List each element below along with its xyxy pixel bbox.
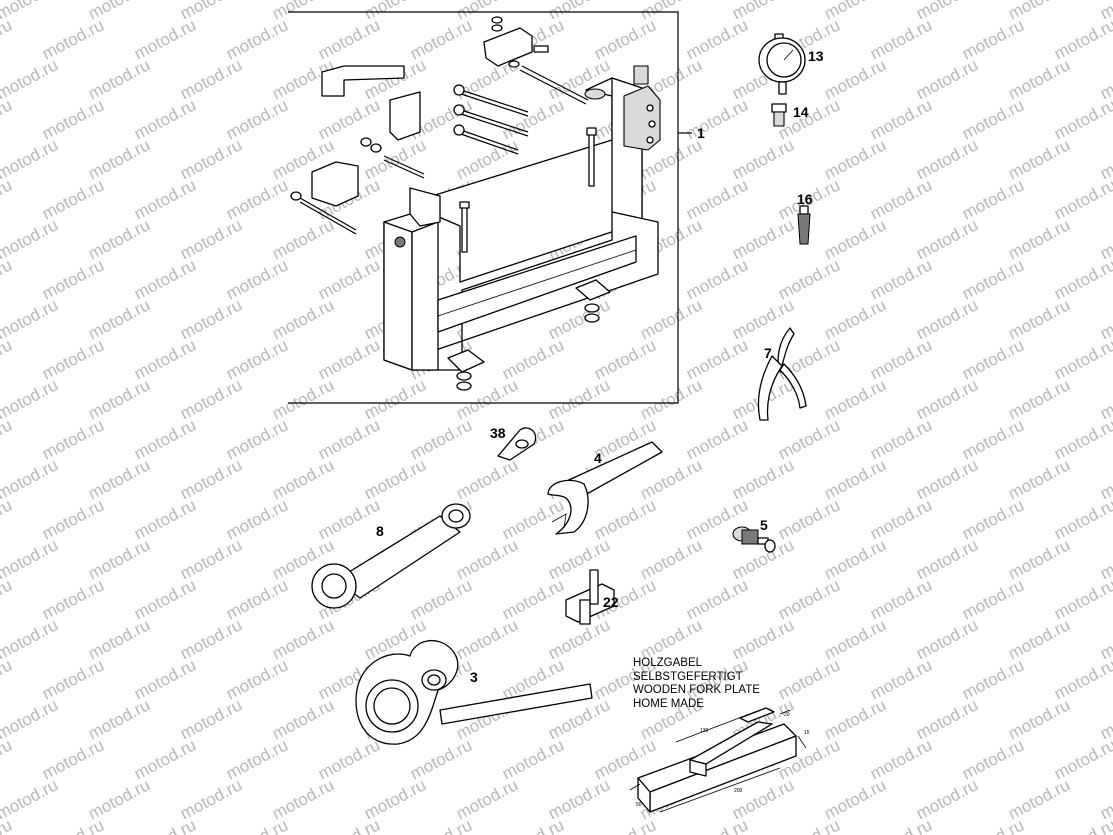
note-line-4: HOME MADE [633,697,704,710]
watermark-text: motod.ru [39,815,107,835]
watermark-text: motod.ru [0,95,15,143]
watermark-text: motod.ru [0,575,15,623]
label-part-13: 13 [808,48,824,64]
watermark-text: motod.ru [0,535,61,583]
dim-20: 20 [784,712,790,718]
wooden-fork-plate: 130 20 15 200 50 [629,707,810,813]
note-line-3: WOODEN FORK PLATE [633,684,760,696]
watermark-text: motod.ru [223,815,291,835]
label-part-7: 7 [764,345,772,361]
watermark-text: motod.ru [407,815,475,835]
label-part-22: 22 [603,594,619,610]
watermark-text: motod.ru [775,815,843,835]
stand-frame [288,11,679,404]
watermark-text: motod.ru [0,375,61,423]
watermark-text: motod.ru [867,815,935,835]
watermark-text: motod.ru [0,735,15,783]
circlip-pliers [757,327,807,421]
label-part-14: 14 [793,104,809,120]
note-line-1: HOLZGABEL [633,657,703,669]
label-part-38: 38 [490,425,506,441]
watermark-text: motod.ru [0,295,61,343]
watermark-text: motod.ru [0,135,61,183]
watermark-text: motod.ru [0,695,61,743]
watermark-text: motod.ru [0,215,61,263]
puller [732,526,776,553]
dim-50: 50 [636,802,642,808]
watermark-text: motod.ru [591,815,659,835]
label-part-4: 4 [594,450,602,466]
watermark-text: motod.ru [0,55,61,103]
watermark-text: motod.ru [131,815,199,835]
tool-38 [497,427,537,461]
watermark-text: motod.ru [959,815,1027,835]
gauge-adapter [771,103,787,127]
label-part-8: 8 [376,523,384,539]
holding-tool [355,639,593,745]
watermark-text: motod.ru [0,615,61,663]
watermark-text: motod.ru [499,815,567,835]
label-part-3: 3 [470,669,478,685]
watermark-text: motod.ru [683,815,751,835]
watermark-text: motod.ru [0,495,15,543]
dial-gauge [758,33,806,95]
watermark-text: motod.ru [0,455,61,503]
wooden-fork-plate-note: HOLZGABEL SELBSTGEFERTIGT WOODEN FORK PL… [633,657,760,711]
watermark-text: motod.ru [0,815,15,835]
watermark-text: motod.ru [315,815,383,835]
label-part-5: 5 [760,517,768,533]
watermark-text: motod.ru [1051,815,1113,835]
hook-wrench [547,441,663,535]
note-line-2: SELBSTGEFERTIGT [633,670,743,683]
watermark-text: motod.ru [0,335,15,383]
label-part-1: 1 [697,125,705,141]
watermark-text: motod.ru [0,775,61,823]
dim-200: 200 [734,788,743,794]
label-part-16: 16 [797,191,813,207]
watermark-text: motod.ru [0,0,61,24]
pin-wrench [311,503,471,609]
watermark-text: motod.ru [0,655,15,703]
watermark-text: motod.ru [0,255,15,303]
dim-15: 15 [804,730,810,736]
watermark-text: motod.ru [0,15,15,63]
watermark-text: motod.ru [0,175,15,223]
dim-130: 130 [700,728,709,734]
tool-16 [797,205,811,245]
watermark-text: motod.ru [0,415,15,463]
stand-assembly [290,16,661,391]
gauge-plate [565,569,615,625]
